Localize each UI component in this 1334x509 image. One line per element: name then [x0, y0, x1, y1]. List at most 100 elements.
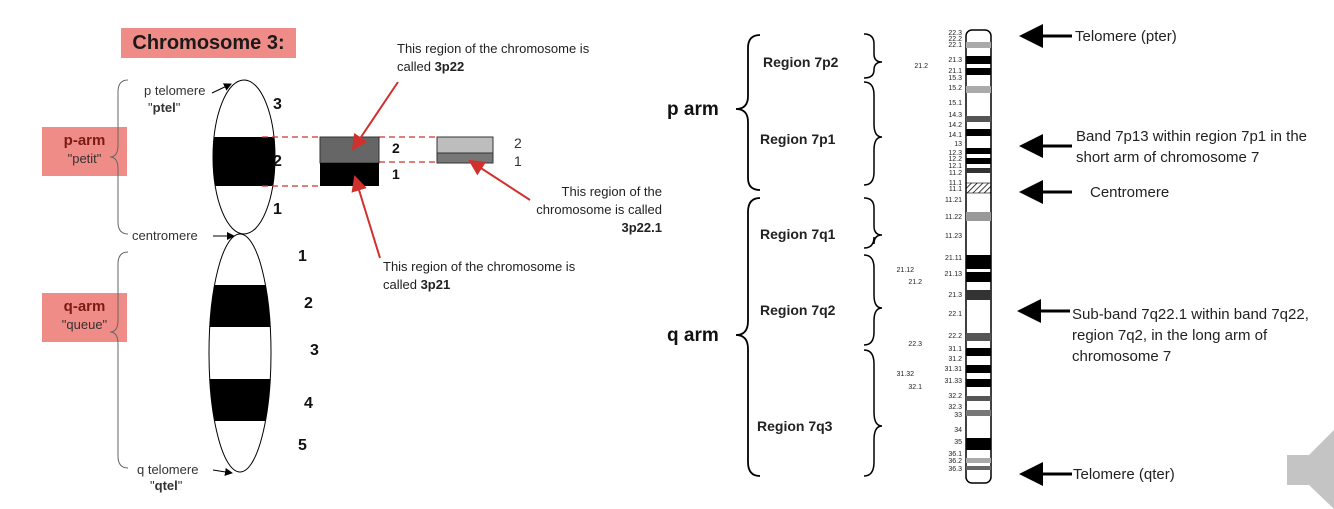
band-label: 11.1	[948, 186, 962, 193]
band-label: 21.1	[948, 68, 962, 75]
q-arm-label-box: q-arm "queue"	[42, 293, 127, 342]
band-label-left: 21.2	[908, 279, 922, 286]
q-arm-text: q arm	[667, 325, 719, 346]
q-arm-band-2	[209, 285, 271, 327]
ptel-label: "ptel"	[148, 100, 181, 115]
note-3p21: This region of the chromosome is called …	[383, 259, 576, 292]
zoom1-label-1: 1	[392, 166, 400, 182]
region-7q2-label: Region 7q2	[760, 302, 836, 318]
band-label: 32.2	[948, 393, 962, 400]
band-label: 32.3	[948, 404, 962, 411]
p-arm-band-2	[213, 137, 275, 186]
zoom-3p22-lower	[436, 152, 494, 164]
p-arm-text: p arm	[667, 99, 719, 120]
zoom-3p2-upper	[319, 136, 380, 164]
q-region-1: 1	[298, 248, 307, 265]
zoom2-label-2: 2	[514, 135, 522, 151]
region-7p2-label: Region 7p2	[763, 54, 839, 70]
annotation-telomere-pter: Telomere (pter)	[1075, 28, 1177, 45]
p-arm-meaning: "petit"	[67, 151, 102, 166]
q-arm-brace	[109, 251, 129, 469]
band-label: 36.1	[948, 451, 962, 458]
ptel-bold: ptel	[152, 100, 176, 115]
q-region-4: 4	[304, 395, 313, 412]
band-label: 22.1	[948, 311, 962, 318]
band-label-left: 32.1	[908, 384, 922, 391]
band-label-left: 21.12	[896, 267, 914, 274]
band-label: 31.2	[948, 356, 962, 363]
p-arm-label-box: p-arm "petit"	[42, 127, 127, 176]
p-region-1: 1	[273, 201, 282, 218]
band-label: 21.13	[944, 271, 962, 278]
note-3p22: This region of the chromosome is called …	[397, 41, 590, 74]
band-label: 15.1	[948, 100, 962, 107]
q-arm-band-4	[209, 379, 271, 421]
band-label: 31.31	[944, 366, 962, 373]
q-region-5: 5	[298, 437, 307, 454]
q-region-3: 3	[310, 342, 319, 359]
band-label: 11.2	[948, 170, 962, 177]
band-label: 22.1	[948, 42, 962, 49]
band-label-left: 31.32	[896, 371, 914, 378]
annotation-subband-7q22-1: Sub-band 7q22.1 within band 7q22, region…	[1072, 306, 1309, 365]
band-label: 11.22	[945, 214, 962, 221]
zoom-3p2-lower	[320, 163, 379, 186]
zoom1-label-2: 2	[392, 140, 400, 156]
band-label: 15.2	[948, 85, 962, 92]
band-label: 35	[954, 439, 962, 446]
q-arm-chromosome	[208, 233, 272, 473]
band-label: 11.21	[945, 197, 962, 204]
p-arm-name: p-arm	[63, 132, 106, 149]
p-region-3: 3	[273, 96, 282, 113]
band-label: 12.2	[948, 156, 962, 163]
region-7q1-label: Region 7q1	[760, 226, 836, 242]
q-arm-meaning: "queue"	[61, 317, 108, 332]
p-arm-chromosome	[212, 79, 276, 235]
qtel-label: "qtel"	[150, 478, 183, 493]
band-label: 11.1	[948, 180, 962, 187]
band-label: 21.3	[948, 57, 962, 64]
q-region-2: 2	[304, 295, 313, 312]
p-region-2: 2	[273, 153, 282, 170]
zoom-3p22-upper	[436, 136, 494, 154]
band-label: 12.1	[948, 163, 962, 170]
q-arm-big-brace	[735, 197, 761, 477]
band-label-left: 21.2	[914, 63, 928, 70]
band-label: 13	[954, 141, 962, 148]
annotation-telomere-qter: Telomere (qter)	[1073, 466, 1175, 483]
chromosome-7-ideogram	[965, 29, 992, 484]
band-label: 36.3	[948, 466, 962, 473]
band-label: 22.2	[948, 36, 962, 43]
annotation-band-7p13: Band 7p13 within region 7p1 in the short…	[1076, 128, 1308, 166]
centromere-label: centromere	[132, 228, 198, 243]
p-arm-big-brace	[735, 34, 761, 191]
band-label: 36.2	[948, 458, 962, 465]
band-label: 34	[954, 427, 962, 434]
band-label: 33	[954, 412, 962, 419]
band-label: 31.1	[948, 346, 962, 353]
band-label: 14.2	[948, 122, 962, 129]
annotation-centromere: Centromere	[1090, 184, 1170, 201]
zoom2-label-1: 1	[514, 153, 522, 169]
qtel-bold: qtel	[154, 478, 178, 493]
note-3p22-1: This region of the chromosome is called …	[536, 184, 662, 235]
band-label: 12.3	[948, 150, 962, 157]
p-telomere-label: p telomere	[144, 83, 206, 98]
speaker-icon	[1287, 430, 1334, 509]
region-7q3-label: Region 7q3	[757, 418, 833, 434]
band-label: 11.23	[945, 233, 962, 240]
region-7p1-label: Region 7p1	[760, 131, 836, 147]
band-label: 22.3	[948, 30, 962, 37]
band-label: 15.3	[948, 75, 962, 82]
q-arm-name: q-arm	[63, 298, 106, 315]
band-label: 14.1	[948, 132, 962, 139]
band-label: 21.11	[945, 255, 962, 262]
band-label-left: 22.3	[908, 341, 922, 348]
band-label: 31.33	[944, 378, 962, 385]
p-arm-brace	[109, 79, 129, 235]
band-label: 22.2	[948, 333, 962, 340]
chromosome-3-title: Chromosome 3:	[121, 28, 296, 58]
band-label: 21.3	[948, 292, 962, 299]
band-label: 14.3	[948, 112, 962, 119]
